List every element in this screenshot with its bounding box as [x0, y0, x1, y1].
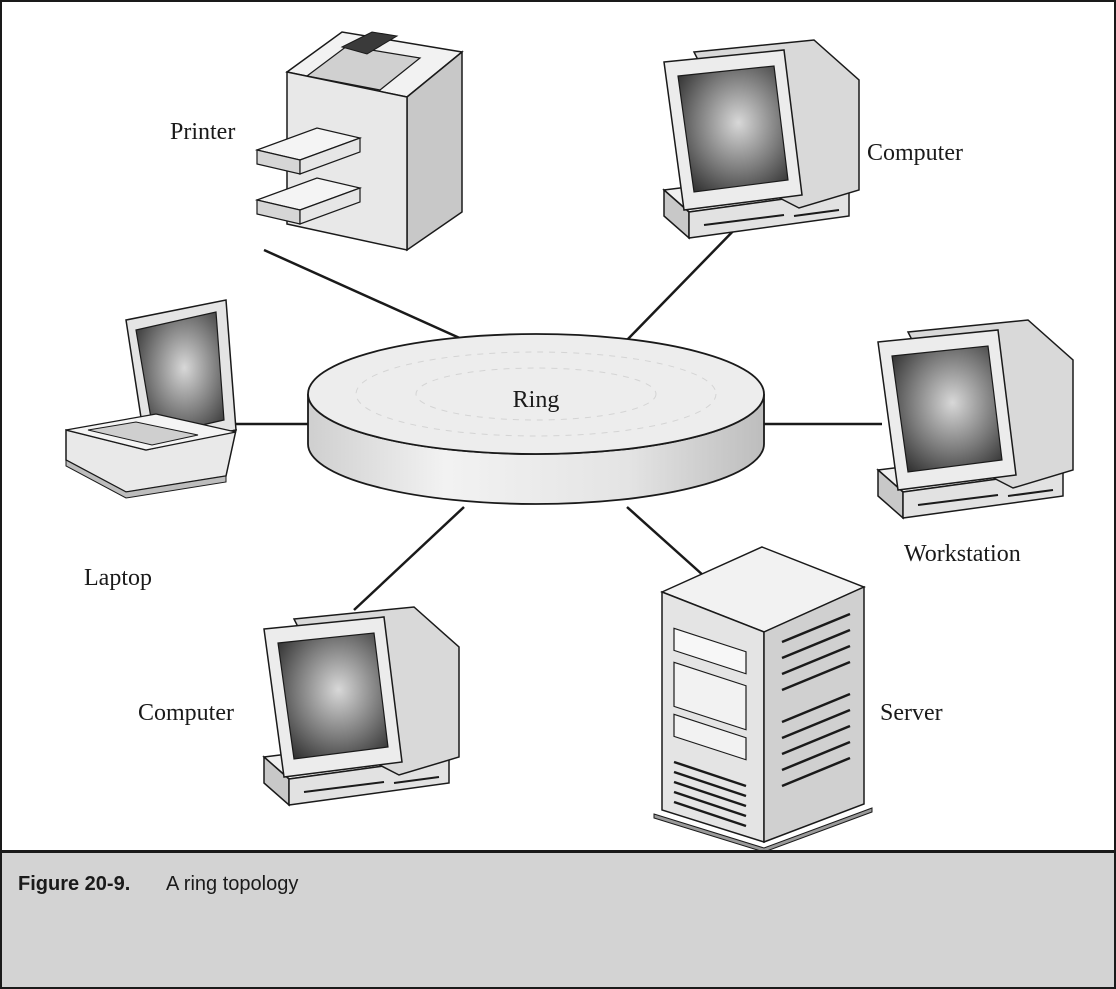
link-computer-top [626, 223, 741, 341]
laptop-label: Laptop [84, 565, 152, 591]
link-server [626, 506, 715, 586]
ring-label: Ring [513, 387, 560, 413]
ring-icon [307, 333, 765, 505]
figure-caption: A ring topology [166, 873, 299, 895]
desktop-computer-icon [663, 39, 860, 239]
tower-server-icon [653, 546, 873, 850]
ring-topology-diagram: Ring Printer Computer Laptop [65, 31, 1074, 850]
laptop-icon [65, 299, 237, 499]
workstation-label: Workstation [904, 541, 1021, 567]
figure-caption-bar: Figure 20-9. A ring topology [2, 850, 1114, 987]
printer-label: Printer [170, 119, 235, 145]
figure-number: Figure 20-9. [18, 873, 131, 895]
link-printer [263, 248, 465, 342]
computer-top-label: Computer [867, 140, 963, 166]
desktop-computer-icon [877, 319, 1074, 519]
ring-connections [234, 223, 882, 611]
computer-bottom-label: Computer [138, 700, 234, 726]
printer-icon [254, 31, 464, 252]
link-computer-bottom [353, 506, 465, 611]
desktop-computer-icon [263, 606, 460, 806]
server-label: Server [880, 700, 943, 726]
